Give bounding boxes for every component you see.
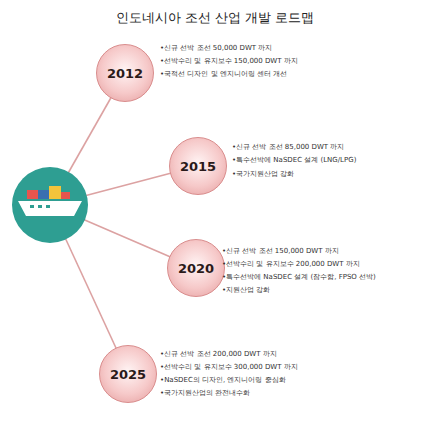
bullet-text: •선박수리 및 유지보수 150,000 DWT 까지 bbox=[160, 57, 298, 65]
bullet-text: •국가지원산업의 완전내수화 bbox=[160, 389, 250, 397]
bullet-text: •신규 선박 조선 50,000 DWT 까지 bbox=[160, 44, 272, 52]
bullet-text: •신규 선박 조선 200,000 DWT 까지 bbox=[160, 350, 277, 358]
year-label: 2012 bbox=[107, 66, 143, 81]
year-circle: 2020 bbox=[167, 239, 225, 297]
bullet-text: •선박수리 및 유지보수 300,000 DWT 까지 bbox=[160, 363, 298, 371]
ship-icon bbox=[18, 186, 82, 216]
ship-circle bbox=[12, 167, 88, 243]
bullet-text: •특수선박에 NaSDEC 설계 (잠수함, FPSO 선박) bbox=[222, 273, 376, 281]
bullet-text: •국가지원산업 강화 bbox=[232, 170, 294, 178]
bullet-text: •선박수리 및 유지보수 200,000 DWT 까지 bbox=[222, 260, 360, 268]
year-circle: 2025 bbox=[99, 345, 157, 403]
bullet-text: •특수선박에 NaSDEC 설계 (LNG/LPG) bbox=[232, 156, 356, 164]
bullet-text: •지원산업 강화 bbox=[222, 286, 270, 294]
bullet-text: •국적선 디자인 및 엔지니어링 센터 개선 bbox=[160, 70, 287, 78]
diagram-title: 인도네시아 조선 산업 개발 로드맵 bbox=[0, 9, 430, 27]
year-circle: 2012 bbox=[96, 44, 154, 102]
bullet-text: •신규 선박 조선 150,000 DWT 까지 bbox=[222, 247, 339, 255]
year-label: 2025 bbox=[110, 367, 146, 382]
year-circle: 2015 bbox=[169, 137, 227, 195]
bullet-text: •신규 선박 조선 85,000 DWT 까지 bbox=[232, 143, 344, 151]
year-label: 2015 bbox=[180, 159, 216, 174]
year-label: 2020 bbox=[178, 261, 214, 276]
bullet-text: •NaSDEC의 디자인, 엔지니어링 중심화 bbox=[160, 376, 286, 384]
